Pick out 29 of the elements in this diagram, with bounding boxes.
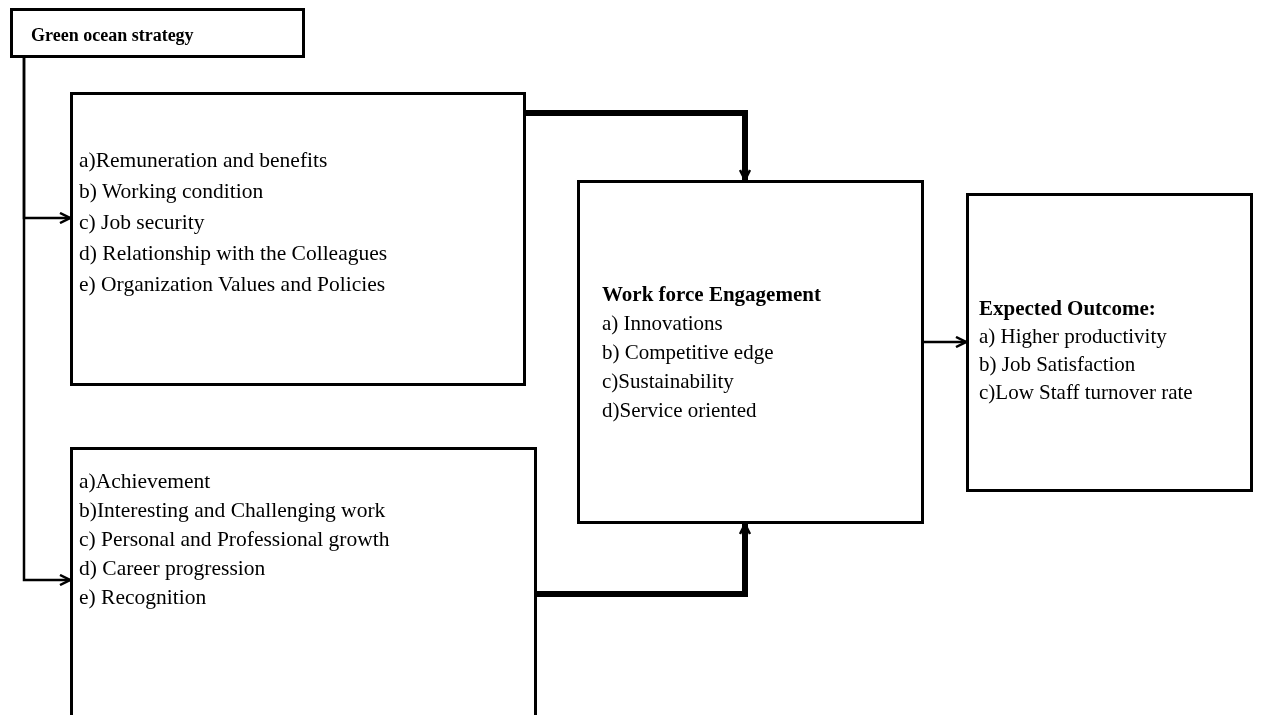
list-item: a)Achievement <box>79 468 212 495</box>
list-item: c) Personal and Professional growth <box>79 526 391 553</box>
process-box <box>577 180 924 524</box>
box-heading: Expected Outcome: <box>979 295 1157 322</box>
list-item: b) Working condition <box>79 178 265 205</box>
list-item: a)Remuneration and benefits <box>79 147 329 174</box>
arrow <box>924 335 968 349</box>
process-box <box>70 447 537 715</box>
list-item: a) Innovations <box>602 310 724 337</box>
list-item: c)Low Staff turnover rate <box>979 379 1194 406</box>
list-item: e) Organization Values and Policies <box>79 271 387 298</box>
arrow <box>526 110 752 182</box>
list-item: c) Job security <box>79 209 206 236</box>
list-item: d) Career progression <box>79 555 267 582</box>
list-item: b) Job Satisfaction <box>979 351 1137 378</box>
box-heading: Green ocean strategy <box>31 24 195 47</box>
list-item: c)Sustainability <box>602 368 735 395</box>
process-box <box>70 92 526 386</box>
process-box <box>966 193 1253 492</box>
list-item: b)Interesting and Challenging work <box>79 497 387 524</box>
arrow <box>22 58 72 587</box>
list-item: d)Service oriented <box>602 397 758 424</box>
list-item: d) Relationship with the Colleagues <box>79 240 389 267</box>
process-box <box>10 8 305 58</box>
arrow <box>537 522 752 597</box>
box-heading: Work force Engagement <box>602 281 822 308</box>
list-item: e) Recognition <box>79 584 208 611</box>
list-item: a) Higher productivity <box>979 323 1168 350</box>
list-item: b) Competitive edge <box>602 339 775 366</box>
